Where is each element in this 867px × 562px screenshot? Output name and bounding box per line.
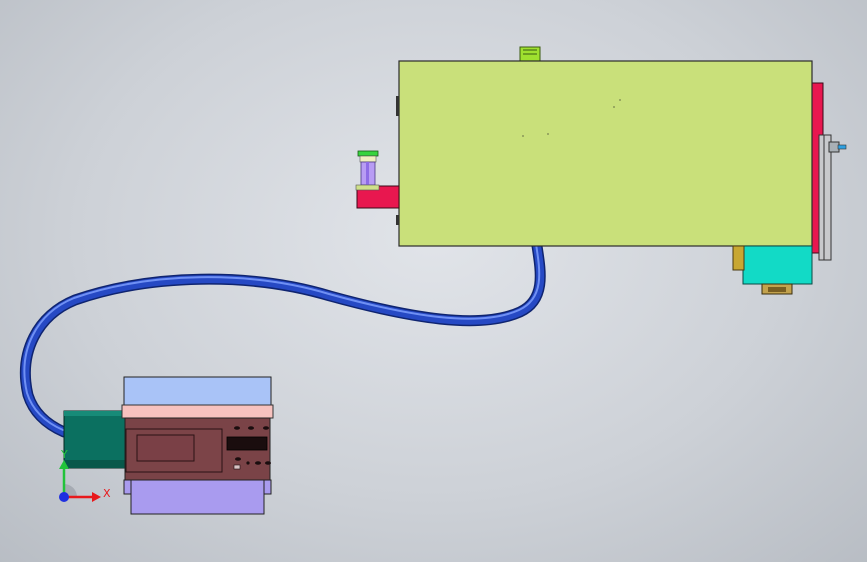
button-4[interactable]: [235, 457, 241, 461]
yellow-knob[interactable]: [732, 245, 745, 271]
controller-display: [136, 434, 195, 462]
button-3[interactable]: [263, 426, 269, 430]
reference-triad: X Y: [59, 448, 111, 502]
button-7[interactable]: [265, 461, 271, 465]
bottom-connector[interactable]: [761, 283, 793, 295]
digital-readout: [226, 436, 268, 451]
teal-block[interactable]: [742, 245, 813, 285]
controller-assembly[interactable]: [63, 376, 274, 515]
button-6[interactable]: [255, 461, 261, 465]
controller-band[interactable]: [121, 404, 274, 419]
controller-bottom-panel[interactable]: [130, 478, 265, 515]
right-shaft[interactable]: [828, 141, 840, 153]
cable-body: [21, 242, 545, 436]
button-2[interactable]: [248, 426, 254, 430]
y-axis-label: Y: [60, 448, 68, 461]
button-5[interactable]: [246, 461, 250, 465]
z-axis-dot: [59, 492, 69, 502]
controller-top-panel[interactable]: [123, 376, 272, 407]
right-bracket[interactable]: [818, 134, 832, 261]
x-axis-arrow: [92, 492, 101, 502]
x-axis-label: X: [103, 487, 111, 500]
machine-assembly[interactable]: [355, 46, 847, 295]
button-1[interactable]: [234, 426, 240, 430]
button-8[interactable]: [233, 464, 241, 470]
cable-shadow: [19, 240, 546, 438]
top-connector[interactable]: [519, 46, 541, 63]
right-shaft-tip[interactable]: [837, 144, 847, 150]
cable[interactable]: [19, 240, 546, 438]
y-axis-arrow: [59, 460, 69, 469]
cable-highlight: [23, 243, 541, 431]
green-block[interactable]: [63, 410, 127, 469]
sensor-stack[interactable]: [355, 150, 380, 191]
main-body[interactable]: [398, 60, 813, 247]
